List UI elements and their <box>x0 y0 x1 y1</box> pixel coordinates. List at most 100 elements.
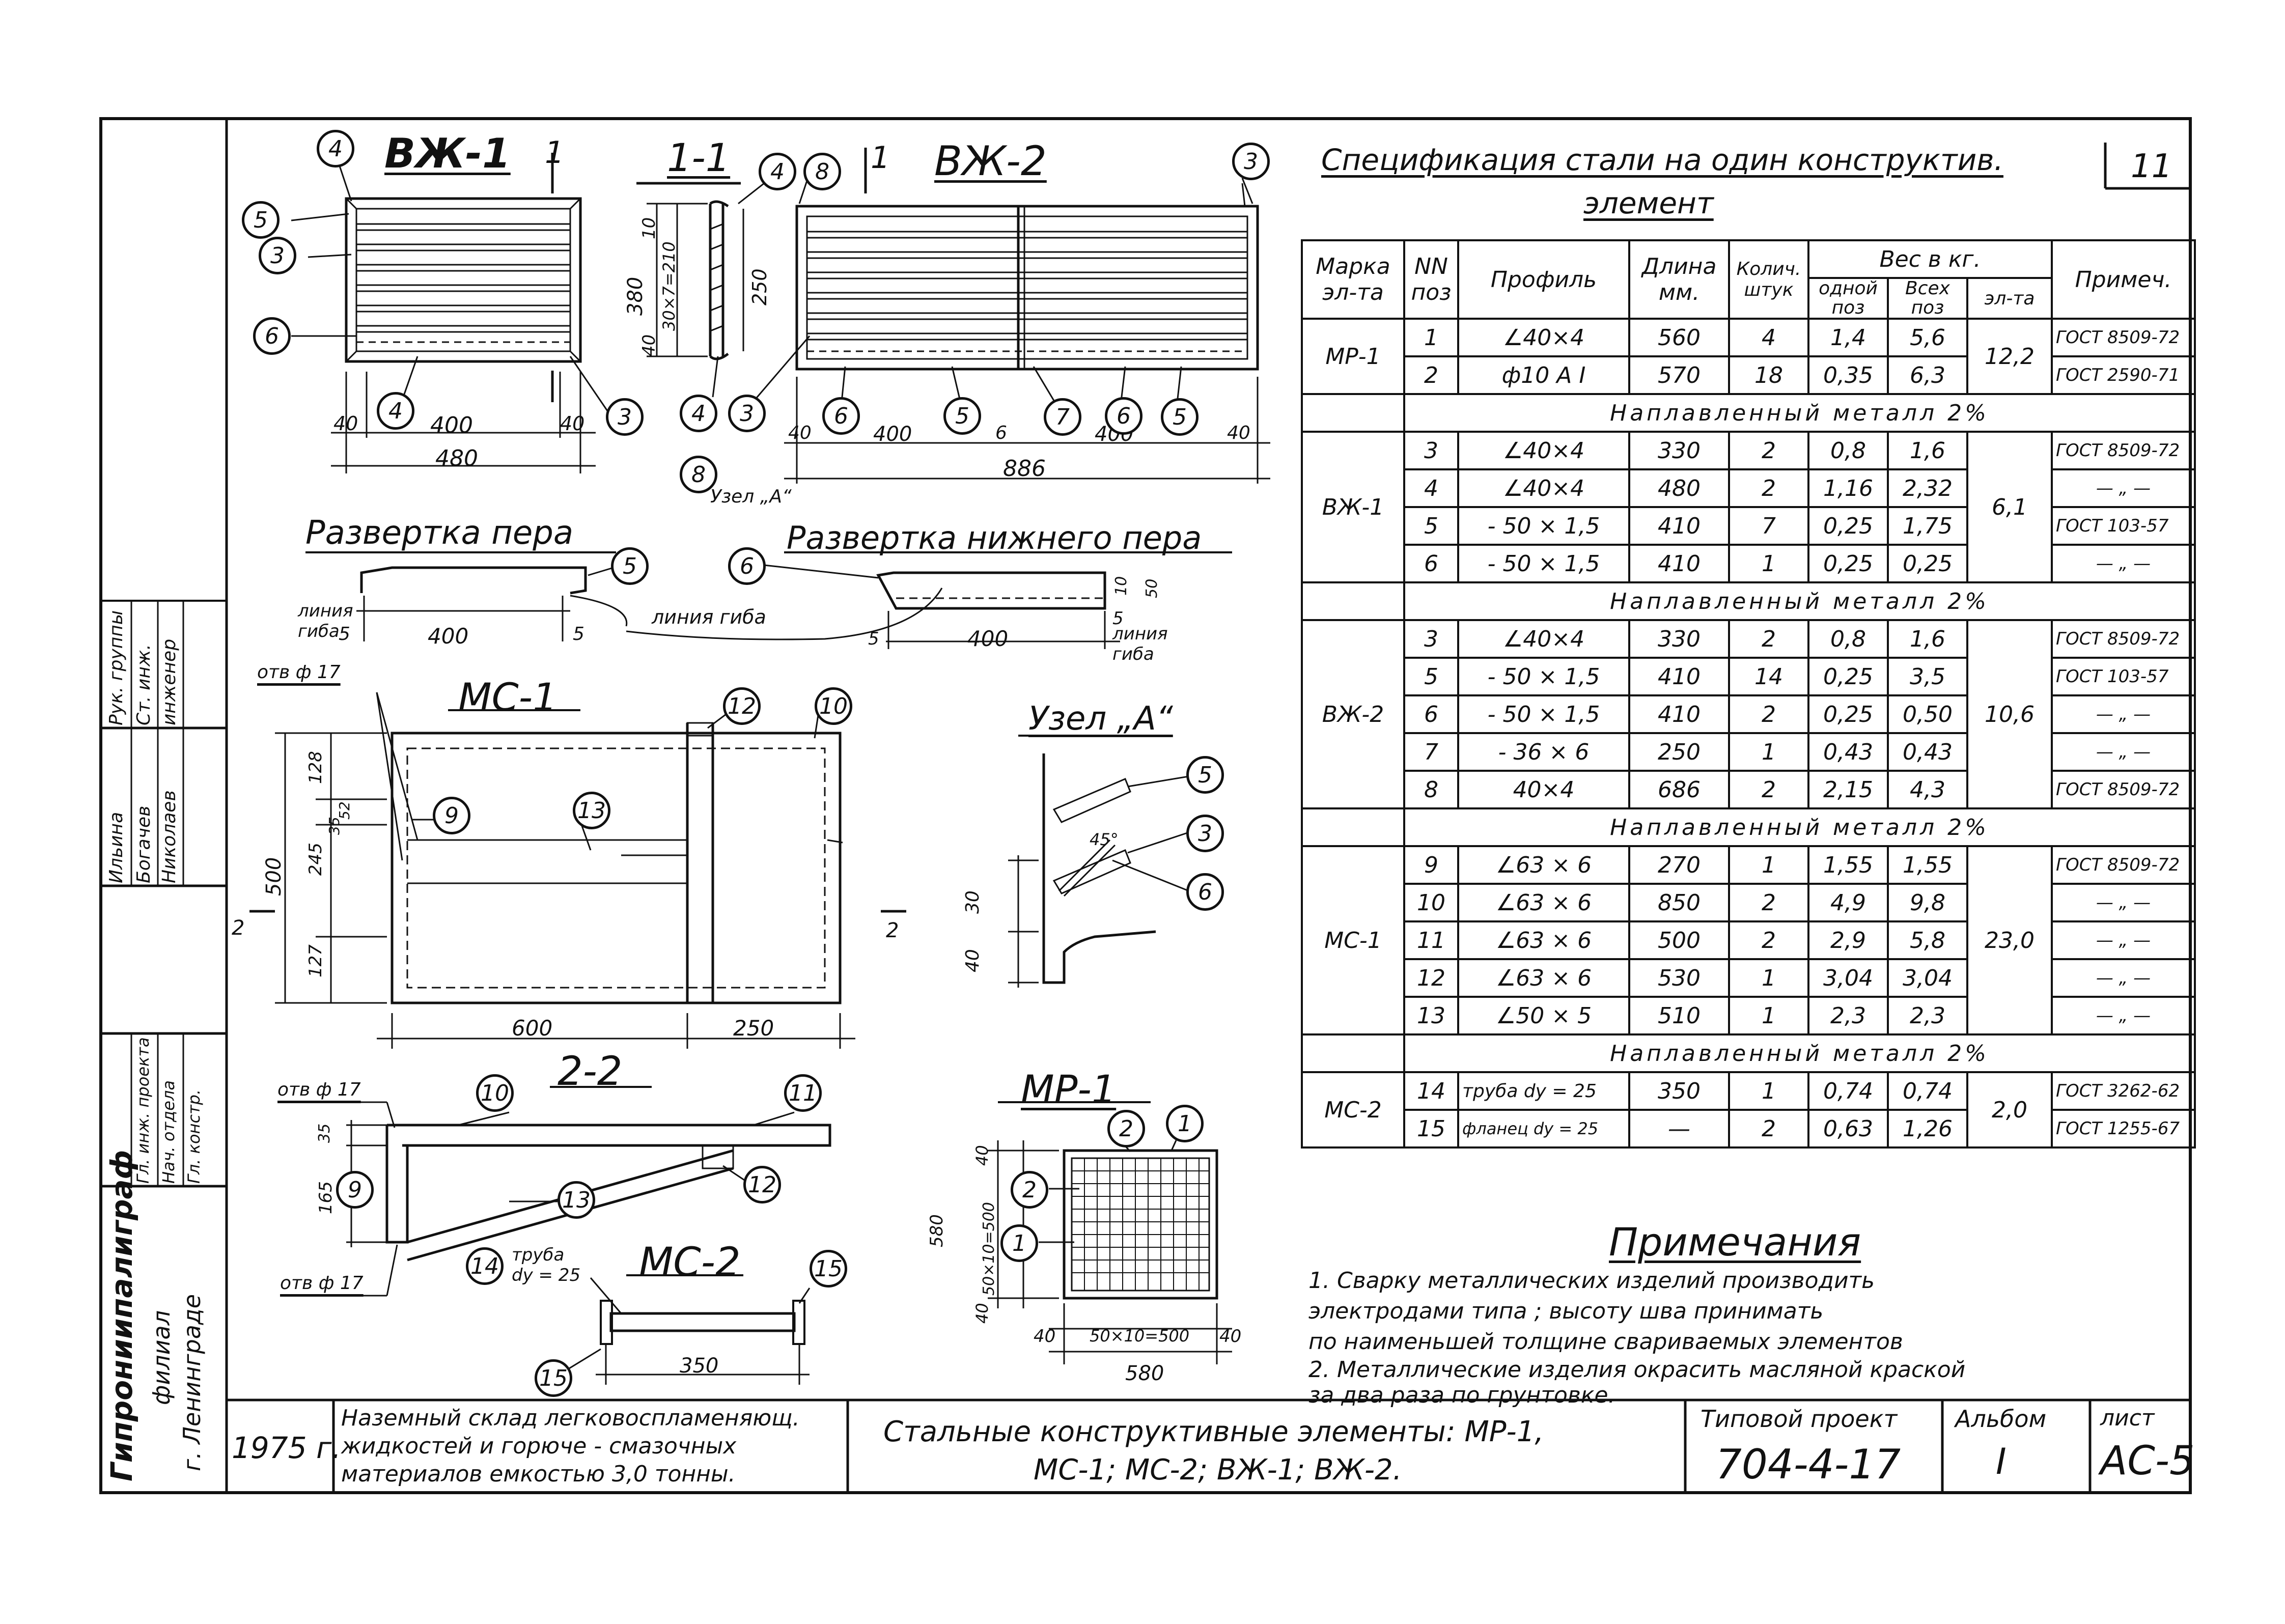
row-kol: 2 <box>1728 883 1809 922</box>
row-profil: фланец dу = 25 <box>1457 1109 1630 1149</box>
uzel-a-angle: 45° <box>1090 830 1119 849</box>
row-w1: 2,9 <box>1807 920 1889 960</box>
side-role-1: Рук. группы <box>106 610 127 725</box>
row-w2: 1,6 <box>1887 431 1968 470</box>
hdr-nn: NN <box>1414 254 1448 279</box>
row-gost: ГОСТ 8509-72 <box>2051 431 2196 470</box>
note-line-1: 1. Сварку металлических изделий производ… <box>1308 1268 1875 1294</box>
hdr-marka2: эл-та <box>1322 279 1384 305</box>
mc1-dim-v4: 52 <box>336 801 353 820</box>
row-profil: 40×4 <box>1457 770 1630 809</box>
vzh2-dim-5: 40 <box>1227 423 1250 443</box>
row-dl: 410 <box>1628 694 1730 734</box>
sec11-node-label: Узел „А“ <box>710 486 792 507</box>
row-profil: - 50 × 1,5 <box>1457 506 1630 546</box>
hdr-marka: Марка <box>1316 254 1390 279</box>
mr1-title: МР-1 <box>1021 1067 1117 1112</box>
row-w2: 0,74 <box>1887 1071 1968 1111</box>
mr1-total: 12,2 <box>1966 318 2053 395</box>
callout-5: 5 <box>242 201 280 239</box>
row-profil: ∠40×4 <box>1457 431 1630 470</box>
sec11-title: 1-1 <box>667 135 731 180</box>
row-dl: 510 <box>1628 996 1730 1035</box>
row-gost: ГОСТ 103-57 <box>2051 657 2196 696</box>
row-dl: 560 <box>1628 318 1730 357</box>
razv-nizh-dim-4: 10 <box>1112 576 1130 596</box>
callout-15b: 15 <box>535 1359 572 1397</box>
stamp-object-1: Наземный склад легковоспламеняющ. <box>341 1405 800 1431</box>
row-dl: 686 <box>1628 770 1730 809</box>
callout-6d: 6 <box>728 547 766 585</box>
row-w2: 5,8 <box>1887 920 1968 960</box>
row-dl: — <box>1628 1109 1730 1149</box>
row-gost: ГОСТ 2590-71 <box>2051 355 2196 395</box>
row-n: 15 <box>1403 1109 1459 1149</box>
mc1-dim-h1: 600 <box>512 1016 553 1041</box>
uzel-a-title: Узел „А“ <box>1028 700 1173 738</box>
hdr-primech: Примеч. <box>2051 239 2196 320</box>
row-w1: 0,43 <box>1807 732 1889 772</box>
row-kol: 2 <box>1728 1109 1809 1149</box>
spec-title-1: Спецификация стали на один конструктив. <box>1321 143 2003 177</box>
sec22-otv-bottom: отв ф 17 <box>280 1273 364 1294</box>
row-kol: 1 <box>1728 958 1809 998</box>
sec11-dim-1: 10 <box>639 217 659 239</box>
razv-pera-title: Развертка пера <box>305 514 574 552</box>
side-name-2: Богачев <box>133 805 154 883</box>
callout-4c: 4 <box>759 153 796 190</box>
callout-6e: 6 <box>1186 873 1224 911</box>
sec22-dim-2: 165 <box>316 1181 336 1214</box>
vzh1-marka: ВЖ-1 <box>1301 431 1405 583</box>
callout-3c: 3 <box>728 395 766 432</box>
row-kol: 1 <box>1728 732 1809 772</box>
mc1-dim-v1: 128 <box>305 751 326 784</box>
hdr-profil: Профиль <box>1457 239 1630 320</box>
row-profil: ∠40×4 <box>1457 468 1630 508</box>
mr1-dim-h4: 580 <box>1125 1362 1164 1385</box>
razv-pera-line-label: линия гиба <box>298 601 353 641</box>
callout-12: 12 <box>723 687 761 725</box>
razv-nizh-title: Развертка нижнего пера <box>787 519 1202 556</box>
callout-1: 1 <box>1166 1105 1204 1142</box>
stamp-album: I <box>1996 1441 2007 1482</box>
row-kol: 14 <box>1728 657 1809 696</box>
side-org-1: Гипрониипалиграф <box>104 1150 139 1481</box>
row-w1: 0,35 <box>1807 355 1889 395</box>
callout-4b: 4 <box>377 392 414 430</box>
callout-12b: 12 <box>743 1166 781 1203</box>
weld-row: Наплавленный металл 2% <box>1403 807 2196 847</box>
spec-title-2: элемент <box>1583 186 1714 220</box>
row-w2: 1,55 <box>1887 845 1968 885</box>
row-n: 4 <box>1403 468 1459 508</box>
mc1-dim-h2: 250 <box>733 1016 774 1041</box>
row-w1: 4,9 <box>1807 883 1889 922</box>
callout-8: 8 <box>803 153 841 190</box>
sec11-dim-2: 40 <box>639 334 659 356</box>
mr1-dim-v3: 580 <box>927 1214 947 1247</box>
callout-7: 7 <box>1044 398 1081 436</box>
row-kol: 2 <box>1728 619 1809 659</box>
callout-6c: 6 <box>1105 397 1142 435</box>
stamp-sheet: АС-5 <box>2100 1438 2195 1484</box>
callout-5d: 5 <box>611 547 649 585</box>
row-kol: 7 <box>1728 506 1809 546</box>
row-gost: — „ — <box>2051 996 2196 1035</box>
row-dl: 570 <box>1628 355 1730 395</box>
row-w2: 2,3 <box>1887 996 1968 1035</box>
mr1-dim-v4: 40 <box>972 1303 992 1324</box>
side-name-3: Николаев <box>159 790 180 883</box>
row-n: 3 <box>1403 431 1459 470</box>
row-gost: — „ — <box>2051 732 2196 772</box>
razv-pera-dim-1: 5 <box>339 624 350 645</box>
callout-15: 15 <box>810 1250 847 1287</box>
hdr-nn2: поз <box>1411 279 1452 305</box>
row-w2: 0,50 <box>1887 694 1968 734</box>
vzh1-total: 6,1 <box>1966 431 2053 583</box>
row-gost: ГОСТ 103-57 <box>2051 506 2196 546</box>
mc2-dim-1: 350 <box>680 1354 719 1378</box>
mr1-dim-h1: 40 <box>1034 1326 1056 1347</box>
row-profil: - 50 × 1,5 <box>1457 657 1630 696</box>
stamp-title-2: МС-1; МС-2; ВЖ-1; ВЖ-2. <box>1034 1453 1402 1487</box>
vzh1-height: 380 <box>624 276 647 316</box>
